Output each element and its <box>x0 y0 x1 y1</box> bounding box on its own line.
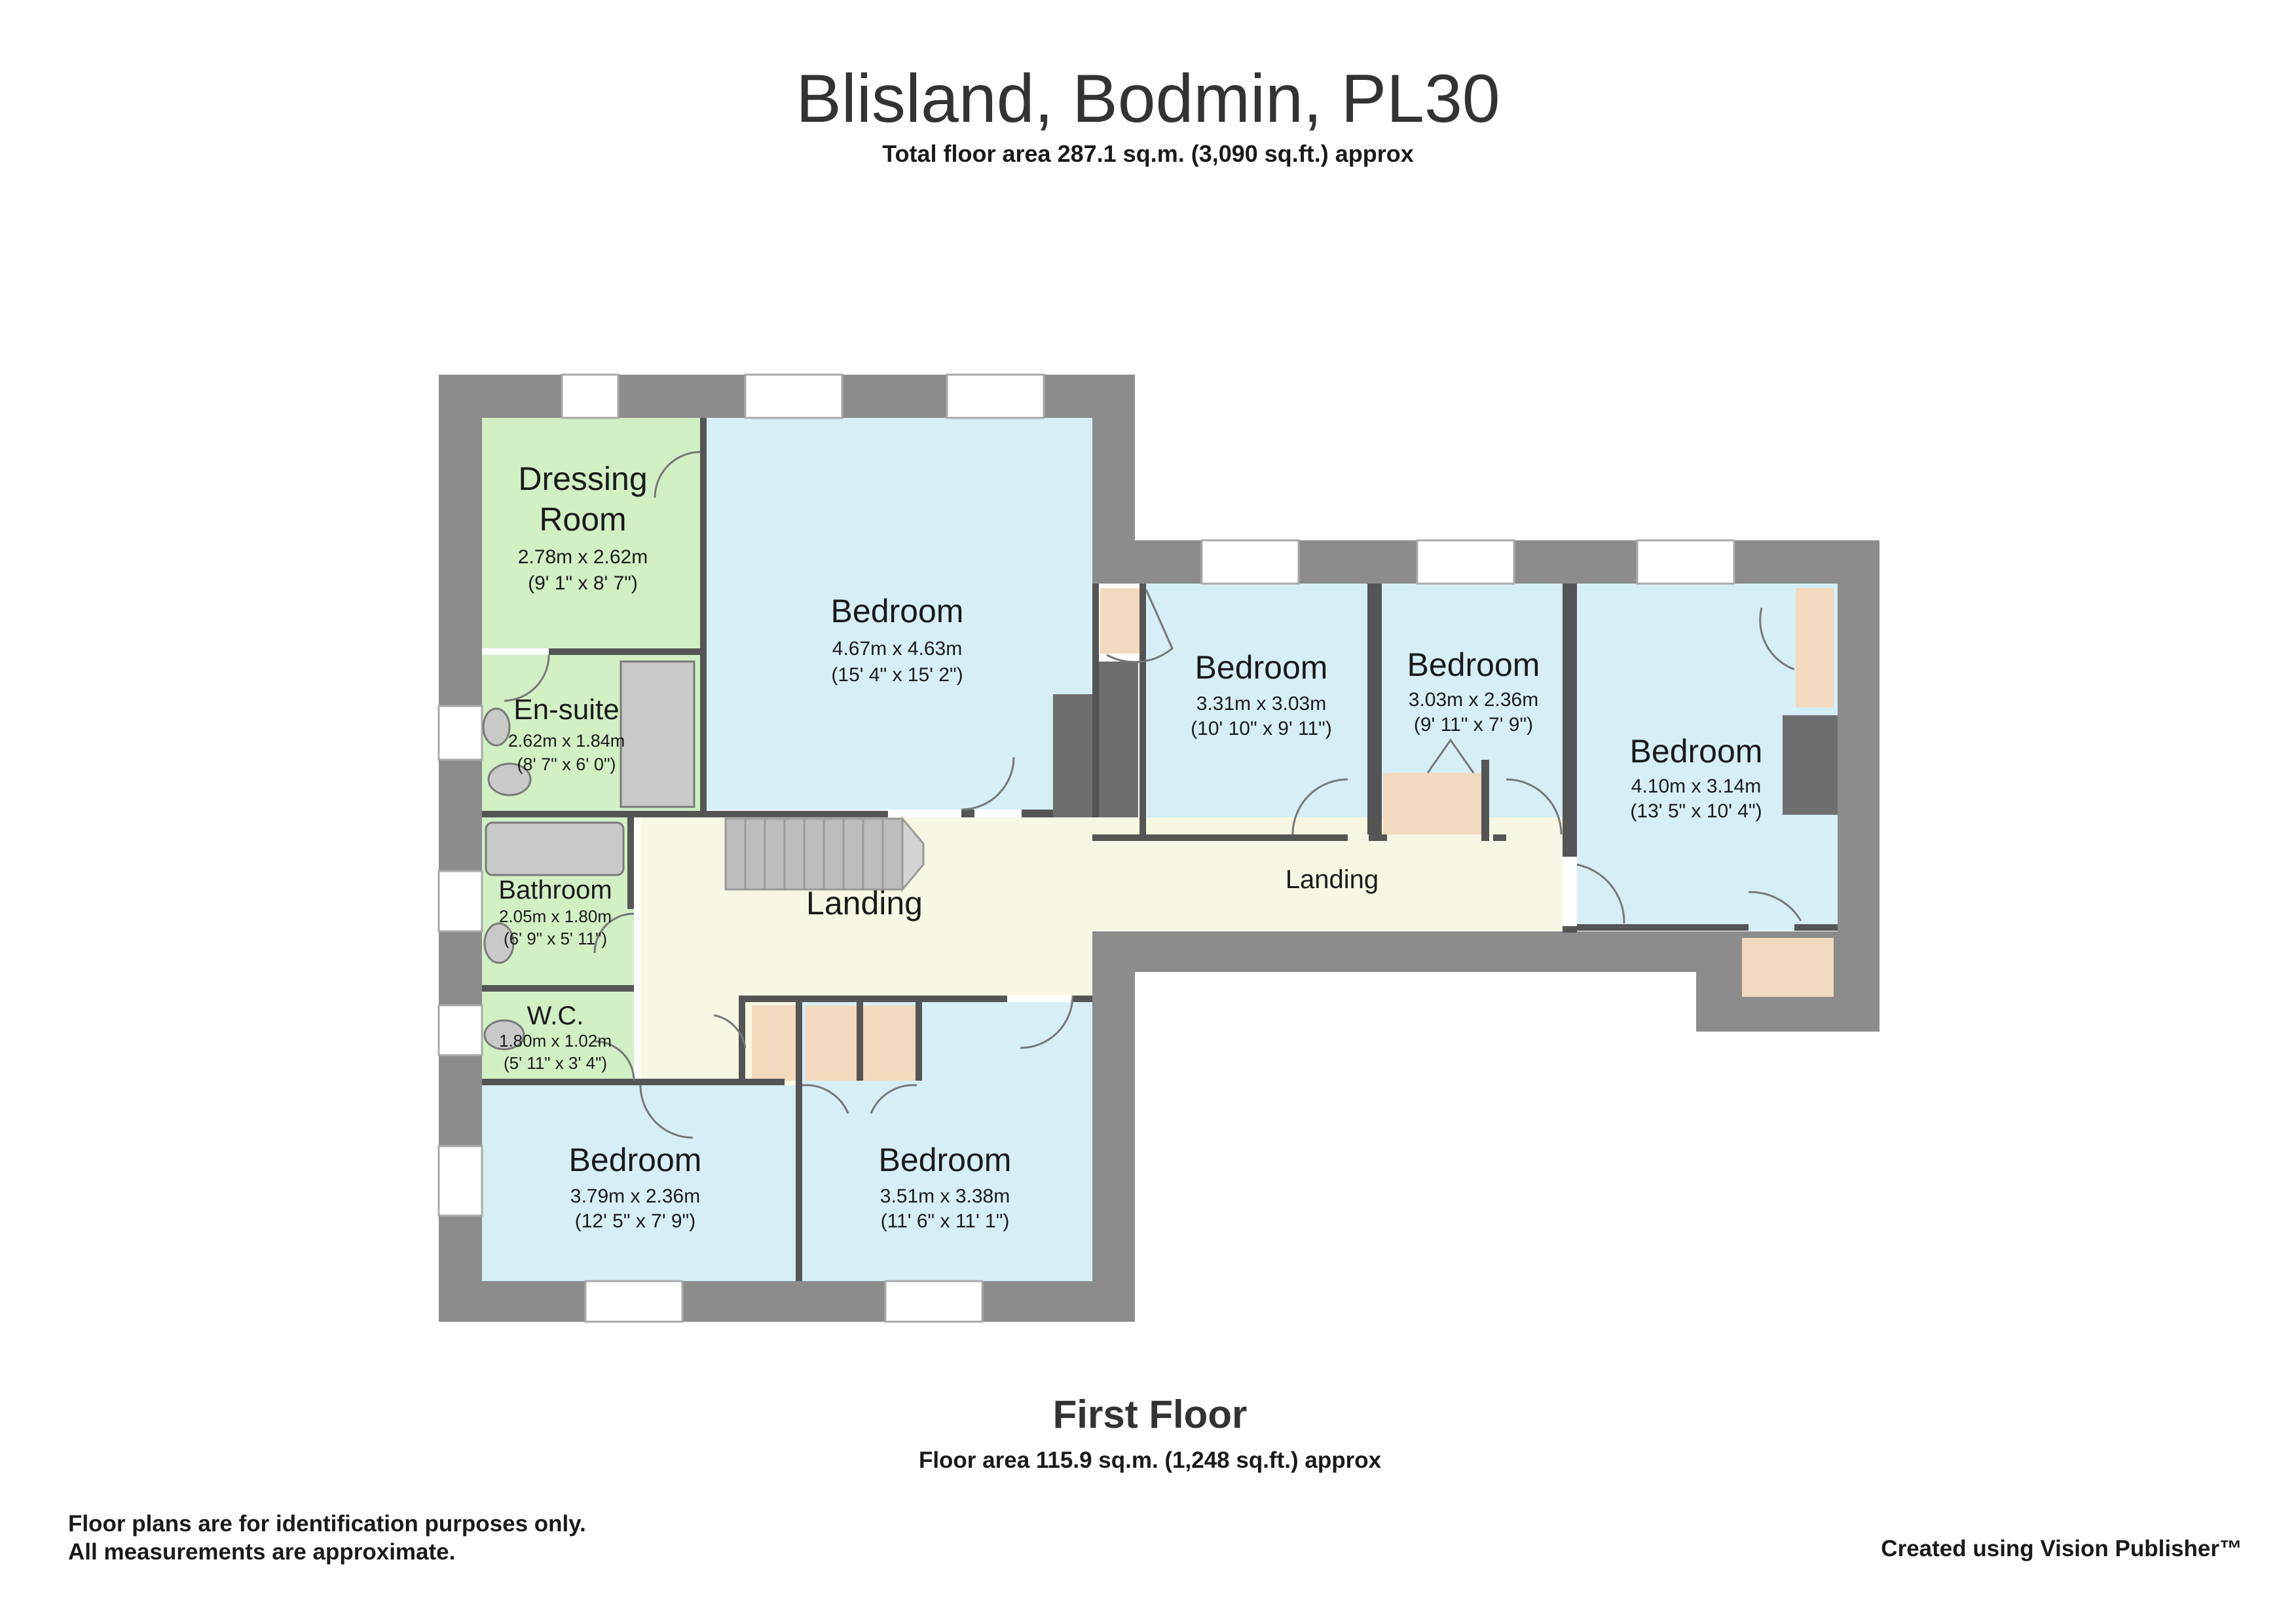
bathroom-name: Bathroom <box>498 876 612 905</box>
wc-dims: 1.80m x 1.02m <box>499 1031 612 1051</box>
windows <box>437 373 1735 1323</box>
landing-main-name: Landing <box>806 885 923 922</box>
interior-walls <box>482 418 1838 1281</box>
bedroom-sw-floor <box>482 1085 796 1281</box>
room-labels: Dressing Room 2.78m x 2.62m (9' 1" x 8' … <box>498 460 1762 1232</box>
dressing-room-imperial: (9' 1" x 8' 7") <box>528 572 638 594</box>
ensuite-dims: 2.62m x 1.84m <box>508 731 625 751</box>
disclaimer-line-2: All measurements are approximate. <box>68 1539 456 1565</box>
window <box>561 373 620 419</box>
shower-tray <box>620 660 695 808</box>
dressing-room-name-2: Room <box>539 501 626 538</box>
dressing-room-dims: 2.78m x 2.62m <box>518 546 648 568</box>
cupboards <box>752 588 1834 1081</box>
bath <box>485 821 625 876</box>
bedroom-sw-dims: 3.79m x 2.36m <box>570 1185 700 1207</box>
window <box>437 705 483 761</box>
window <box>946 373 1045 419</box>
bedroom-2-floor <box>1146 584 1367 834</box>
window <box>437 1145 483 1217</box>
bedroom-4-imperial: (13' 5" x 10' 4") <box>1630 800 1762 822</box>
bedroom-3-name: Bedroom <box>1407 646 1540 683</box>
bedroom-sw-imperial: (12' 5" x 7' 9") <box>575 1210 696 1232</box>
bedroom-main-imperial: (15' 4" x 15' 2") <box>831 664 963 686</box>
wc-name: W.C. <box>527 1001 584 1030</box>
window <box>1636 539 1735 585</box>
dressing-room-name-1: Dressing <box>518 460 647 497</box>
window <box>1200 539 1300 585</box>
bathroom-dims: 2.05m x 1.80m <box>499 906 612 926</box>
exterior-walls <box>439 375 1879 1322</box>
total-floor-area: Total floor area 287.1 sq.m. (3,090 sq.f… <box>882 140 1414 167</box>
bedroom-sw-name: Bedroom <box>569 1142 702 1178</box>
floor-name: First Floor <box>1052 1392 1248 1436</box>
bedroom-3-imperial: (9' 11" x 7' 9") <box>1414 714 1533 736</box>
dressing-room-floor <box>482 418 700 648</box>
ensuite-name: En-suite <box>513 694 619 726</box>
bedroom-main-dims: 4.67m x 4.63m <box>832 638 962 660</box>
sanitary-ware <box>482 660 695 1051</box>
bedroom-2-dims: 3.31m x 3.03m <box>1196 693 1326 715</box>
window <box>437 870 483 933</box>
bedroom-4-dims: 4.10m x 3.14m <box>1631 775 1761 797</box>
ensuite-toilet <box>487 762 532 796</box>
wc-toilet <box>483 1019 525 1051</box>
bedroom-s-name: Bedroom <box>879 1142 1012 1178</box>
window <box>884 1280 984 1323</box>
disclaimer-line-1: Floor plans are for identification purpo… <box>68 1511 586 1537</box>
window <box>1416 539 1515 585</box>
wc-imperial: (5' 11" x 3' 4") <box>504 1053 607 1073</box>
bedroom-main-floor <box>707 418 1092 810</box>
window <box>744 373 843 419</box>
window <box>584 1280 684 1323</box>
bedroom-3-dims: 3.03m x 2.36m <box>1409 689 1538 711</box>
window <box>437 1004 483 1056</box>
bathroom-basin <box>483 922 515 964</box>
bedroom-main-name: Bedroom <box>831 593 964 629</box>
landing-east-name: Landing <box>1286 865 1379 894</box>
bedroom-4-name: Bedroom <box>1630 733 1763 770</box>
bathroom-imperial: (6' 9" x 5' 11") <box>504 929 607 948</box>
ensuite-imperial: (8' 7" x 6' 0") <box>517 755 616 774</box>
staircase <box>724 815 925 893</box>
bedroom-s-dims: 3.51m x 3.38m <box>880 1185 1010 1207</box>
plan-title: Blisland, Bodmin, PL30 <box>796 61 1500 137</box>
bedroom-2-name: Bedroom <box>1195 649 1328 686</box>
bedroom-2-imperial: (10' 10" x 9' 11") <box>1191 718 1332 739</box>
ensuite-basin <box>482 707 511 747</box>
bedroom-s-imperial: (11' 6" x 11' 1") <box>881 1210 1010 1232</box>
disclaimer: Floor plans are for identification purpo… <box>68 1510 586 1566</box>
software-credit: Created using Vision Publisher™ <box>1881 1536 2242 1561</box>
doors <box>504 451 1802 1139</box>
floor-area: Floor area 115.9 sq.m. (1,248 sq.ft.) ap… <box>918 1447 1382 1473</box>
